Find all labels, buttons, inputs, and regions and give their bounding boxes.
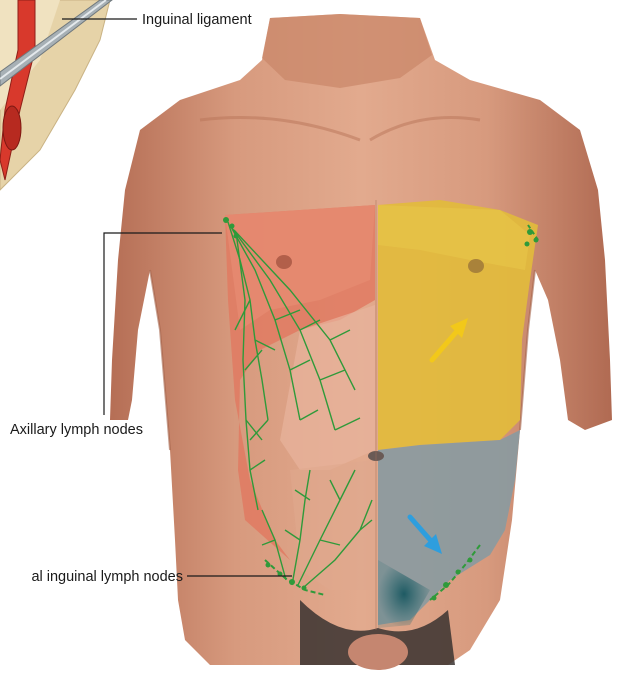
inguinal-ligament-inset xyxy=(0,0,112,190)
left-nipple xyxy=(276,255,292,269)
axillary-lymph-nodes-label: Axillary lymph nodes xyxy=(10,423,143,438)
right-nipple xyxy=(468,259,484,273)
inguinal-ligament-label: Inguinal ligament xyxy=(142,13,252,28)
superficial-inguinal-lymph-nodes-label: al inguinal lymph nodes xyxy=(31,570,183,585)
